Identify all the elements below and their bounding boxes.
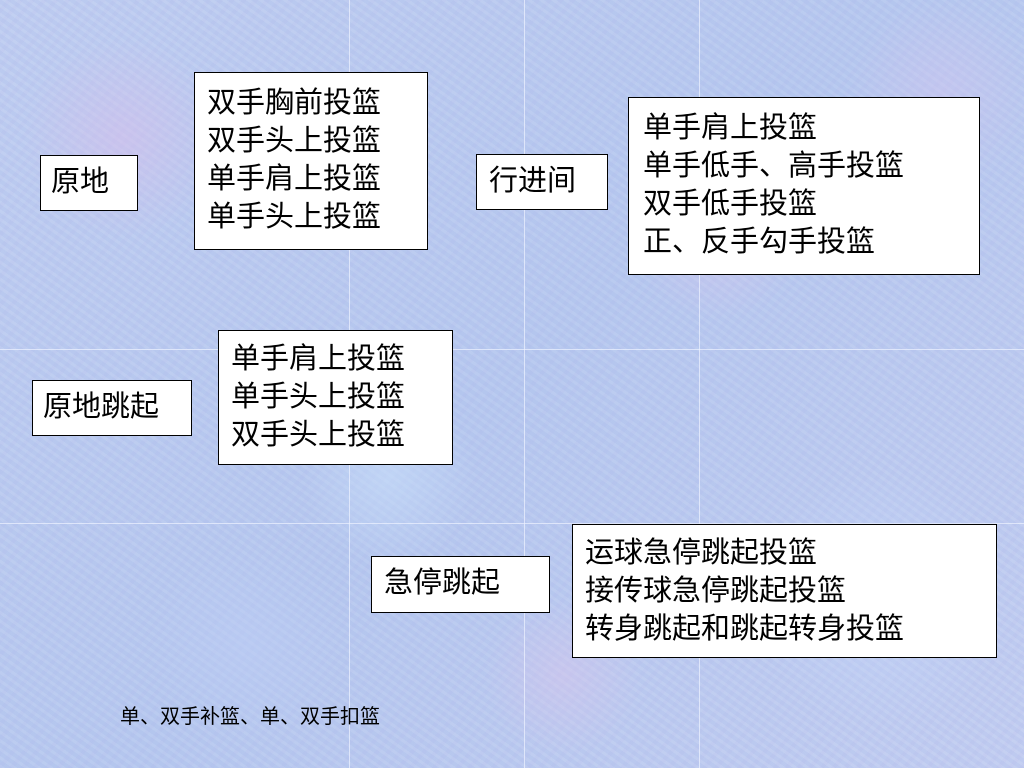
footnote-text: 单、双手补篮、单、双手扣篮 xyxy=(120,704,380,728)
shots-stationary: 双手胸前投篮 双手头上投篮 单手肩上投篮 单手头上投篮 xyxy=(194,72,428,250)
shot-item: 运球急停跳起投篮 xyxy=(585,535,818,569)
shot-item: 接传球急停跳起投篮 xyxy=(585,573,847,607)
shot-item: 双手低手投篮 xyxy=(643,186,818,220)
grid-line xyxy=(524,0,525,768)
shot-item: 正、反手勾手投篮 xyxy=(643,224,876,258)
category-stationary: 原地 xyxy=(40,155,138,211)
shot-item: 双手头上投篮 xyxy=(231,417,406,451)
shot-item: 单手肩上投篮 xyxy=(231,341,406,375)
grid-line xyxy=(699,0,700,768)
shot-item: 单手头上投篮 xyxy=(231,379,406,413)
category-stationary-label: 原地 xyxy=(51,164,110,198)
shot-item: 双手胸前投篮 xyxy=(207,85,382,119)
grid-line xyxy=(0,523,1024,524)
shots-moving: 单手肩上投篮 单手低手、高手投篮 双手低手投篮 正、反手勾手投篮 xyxy=(628,97,980,275)
shot-item: 单手肩上投篮 xyxy=(643,110,818,144)
shot-item: 单手低手、高手投篮 xyxy=(643,148,905,182)
shot-item: 单手肩上投篮 xyxy=(207,161,382,195)
shots-standing-jump: 单手肩上投篮 单手头上投篮 双手头上投篮 xyxy=(218,330,453,465)
shot-item: 转身跳起和跳起转身投篮 xyxy=(585,611,905,645)
shot-item: 单手头上投篮 xyxy=(207,199,382,233)
grid-line xyxy=(0,349,1024,350)
category-stop-jump-label: 急停跳起 xyxy=(384,565,501,599)
category-standing-jump-label: 原地跳起 xyxy=(43,389,160,423)
category-moving: 行进间 xyxy=(476,154,608,210)
category-moving-label: 行进间 xyxy=(489,163,577,197)
shots-stop-jump: 运球急停跳起投篮 接传球急停跳起投篮 转身跳起和跳起转身投篮 xyxy=(572,524,997,658)
category-standing-jump: 原地跳起 xyxy=(32,380,192,436)
shot-item: 双手头上投篮 xyxy=(207,123,382,157)
category-stop-jump: 急停跳起 xyxy=(371,556,550,613)
